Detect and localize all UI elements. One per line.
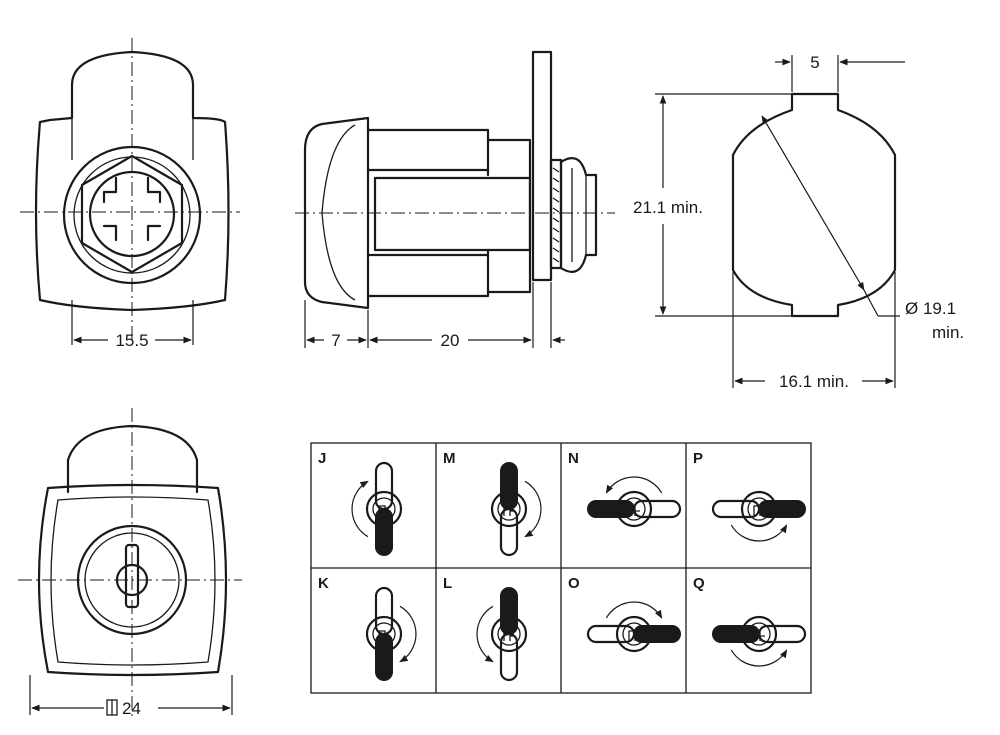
cam-label: J	[318, 450, 326, 467]
cam-label: Q	[693, 575, 705, 592]
cutout-outline	[731, 92, 897, 318]
dim-body-length: 20	[441, 331, 460, 350]
keyway	[124, 543, 140, 609]
cam-label: L	[443, 575, 452, 592]
cam-lock-head	[365, 490, 403, 528]
rotation-arrow	[351, 480, 369, 538]
cam-cell-l: L	[443, 575, 528, 682]
front-cam-top	[66, 424, 199, 494]
cam-lock-head	[490, 490, 528, 528]
cam-arm-bottom	[499, 632, 519, 682]
mounting-plate	[531, 50, 553, 282]
dim-face-size: 24	[122, 699, 141, 718]
rotation-arrow	[605, 601, 663, 619]
cam-lock-head	[615, 615, 653, 653]
cam-cell-q: Q	[693, 575, 807, 667]
rear-outer-ring	[62, 145, 202, 285]
cam-arm-bottom	[375, 508, 393, 556]
dim-diameter-line1: Ø 19.1	[905, 299, 956, 318]
front-face-outer	[37, 483, 228, 677]
cam-lock-head	[615, 490, 653, 528]
cam-lock-head	[740, 490, 778, 528]
cam-lock-head	[365, 615, 403, 653]
cutout-view: 5 21.1 min. Ø 19.1 min. 16.1 min.	[633, 53, 964, 391]
cam-label: M	[443, 450, 456, 467]
rotation-arrow	[730, 524, 788, 542]
cam-cell-j: J	[318, 450, 403, 556]
front-view: 24	[18, 408, 242, 720]
cam-arm-top	[500, 587, 518, 635]
cam-lock-head	[740, 615, 778, 653]
cam-arm-left	[712, 625, 760, 643]
dim-cutout-width: 5	[810, 53, 819, 72]
cam-cell-m: M	[443, 450, 542, 557]
cam-cross-slot	[102, 176, 162, 242]
dim-flange-depth: 7	[331, 331, 340, 350]
key-cylinder-ring	[76, 524, 188, 636]
dim-diameter-line2: min.	[932, 323, 964, 342]
rotation-arrow	[730, 649, 788, 667]
cam-arm-top	[374, 461, 394, 511]
rear-view: 15.5	[20, 38, 240, 350]
cam-cell-p: P	[693, 450, 806, 542]
dim-cutout-flat: 16.1 min.	[779, 372, 849, 391]
cam-arm-right	[633, 625, 681, 643]
cam-arm-left	[586, 624, 636, 644]
hex-nut	[80, 154, 184, 274]
cam-cell-o: O	[568, 575, 681, 653]
cam-arm-right	[758, 500, 806, 518]
cam-lock-head	[490, 615, 528, 653]
side-view: 7 20	[295, 50, 615, 350]
rotation-arrow	[605, 476, 663, 494]
cam-cell-n: N	[568, 450, 682, 528]
cam-label: K	[318, 575, 329, 592]
cam-cell-k: K	[318, 575, 417, 681]
rotation-arrow	[476, 605, 494, 663]
dim-cutout-height: 21.1 min.	[633, 198, 703, 217]
cam-arm-right	[757, 624, 807, 644]
threaded-nut	[559, 157, 598, 273]
cam-arm-right	[632, 499, 682, 519]
lock-face-cap	[303, 116, 370, 310]
barrel	[373, 176, 532, 252]
cam-label: P	[693, 450, 703, 467]
cam-label: O	[568, 575, 580, 592]
cam-arm-top	[374, 586, 394, 636]
cam-position-grid: J M N P K L O Q	[310, 442, 812, 694]
dim-front-width: 15.5	[115, 331, 148, 350]
cam-arm-left	[587, 500, 635, 518]
rotation-arrow	[399, 605, 417, 663]
cam-arm-left	[711, 499, 761, 519]
rotation-arrow	[524, 480, 542, 538]
rear-body-outline	[34, 50, 230, 312]
cam-arm-bottom	[375, 633, 393, 681]
cam-arm-bottom	[499, 507, 519, 557]
cam-label: N	[568, 450, 579, 467]
cam-arm-top	[500, 462, 518, 510]
